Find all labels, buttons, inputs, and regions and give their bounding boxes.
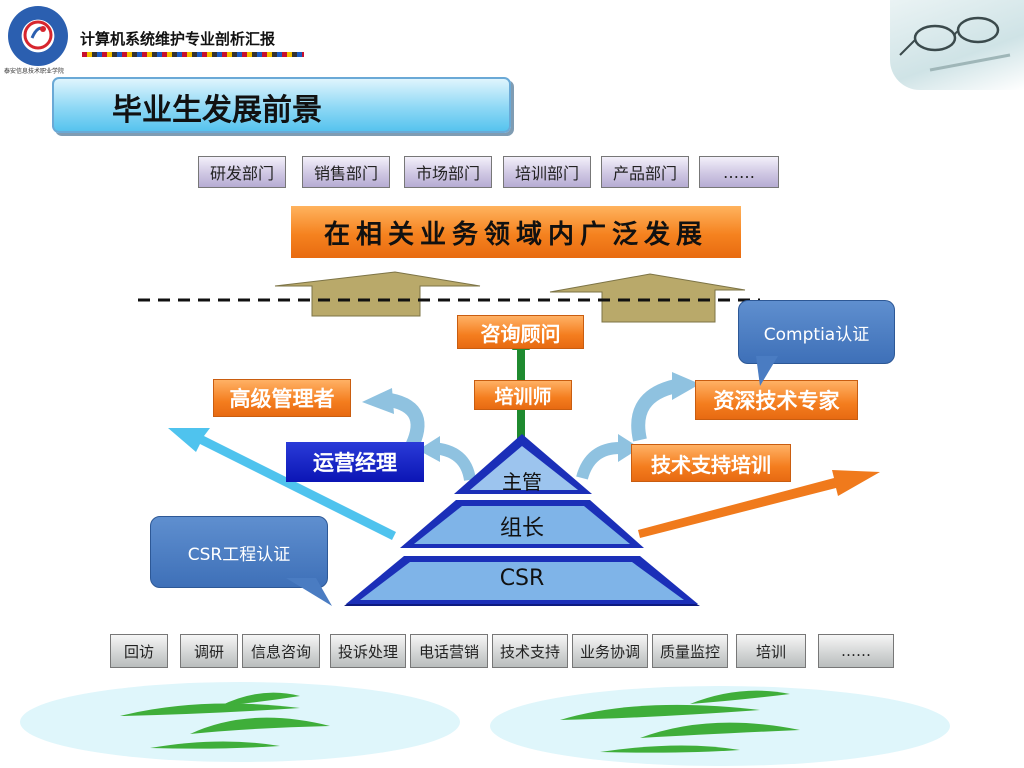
curved-arrow-right-bottom-head [618, 434, 640, 462]
task-banner: 培训 [736, 634, 806, 668]
task-banner: 信息咨询 [242, 634, 320, 668]
curved-arrow-right-top [631, 379, 678, 442]
curved-arrow-left-bottom-head [418, 436, 440, 462]
callout-csr-pointer [286, 578, 332, 606]
glasses-decoration [890, 0, 1024, 90]
role-senior-expert: 资深技术专家 [695, 380, 858, 420]
school-logo [8, 6, 68, 66]
department-banner: 市场部门 [404, 156, 492, 188]
department-banner: …… [699, 156, 779, 188]
role-operations-manager: 运营经理 [286, 442, 424, 482]
pyramid-label-csr: CSR [499, 566, 545, 591]
logo-caption: 泰安信息技术职业学院 [4, 68, 65, 75]
curved-arrow-right-bottom [576, 442, 621, 480]
department-banner: 研发部门 [198, 156, 286, 188]
role-consultant: 咨询顾问 [457, 315, 584, 349]
pyramid-level-csr-face [360, 562, 684, 600]
role-senior-manager: 高级管理者 [213, 379, 351, 417]
bamboo-leaf-icon [120, 690, 800, 753]
glasses-icon [899, 16, 1011, 72]
role-trainer: 培训师 [474, 380, 572, 410]
logo-emblem-icon [23, 20, 53, 50]
header-title: 计算机系统维护专业剖析汇报 [80, 30, 276, 48]
pyramid-level-leader-face [414, 506, 630, 544]
khaki-up-arrow-right [549, 273, 746, 323]
slide-title: 毕业生发展前景 [112, 93, 322, 128]
bamboo-leaves-decoration [20, 682, 950, 766]
department-banner: 培训部门 [503, 156, 591, 188]
pyramid-label-supervisor: 主管 [502, 470, 542, 494]
department-banner: 产品部门 [601, 156, 689, 188]
task-banner: …… [818, 634, 894, 668]
callout-csr-cert: CSR工程认证 [150, 516, 328, 588]
task-banner: 电话营销 [410, 634, 488, 668]
khaki-up-arrow-left [274, 271, 481, 317]
main-development-banner: 在相关业务领域内广泛发展 [291, 206, 741, 258]
callout-comptia-pointer [756, 356, 778, 386]
task-banner: 业务协调 [572, 634, 648, 668]
task-banner: 回访 [110, 634, 168, 668]
task-banner: 调研 [180, 634, 238, 668]
cyan-long-arrow [168, 428, 396, 540]
slide-title-box [52, 77, 511, 133]
header-stripe [82, 52, 304, 57]
task-banner: 投诉处理 [330, 634, 406, 668]
callout-comptia: Comptia认证 [738, 300, 895, 364]
curved-arrow-right-top-head [672, 372, 700, 400]
pyramid-label-leader: 组长 [499, 516, 544, 541]
curved-arrow-left-top-head [362, 388, 394, 414]
department-banner: 销售部门 [302, 156, 390, 188]
pyramid-level-supervisor-face [470, 446, 578, 490]
task-banner: 技术支持 [492, 634, 568, 668]
task-banner: 质量监控 [652, 634, 728, 668]
role-tech-support-training: 技术支持培训 [631, 444, 791, 482]
orange-long-arrow [638, 470, 880, 538]
